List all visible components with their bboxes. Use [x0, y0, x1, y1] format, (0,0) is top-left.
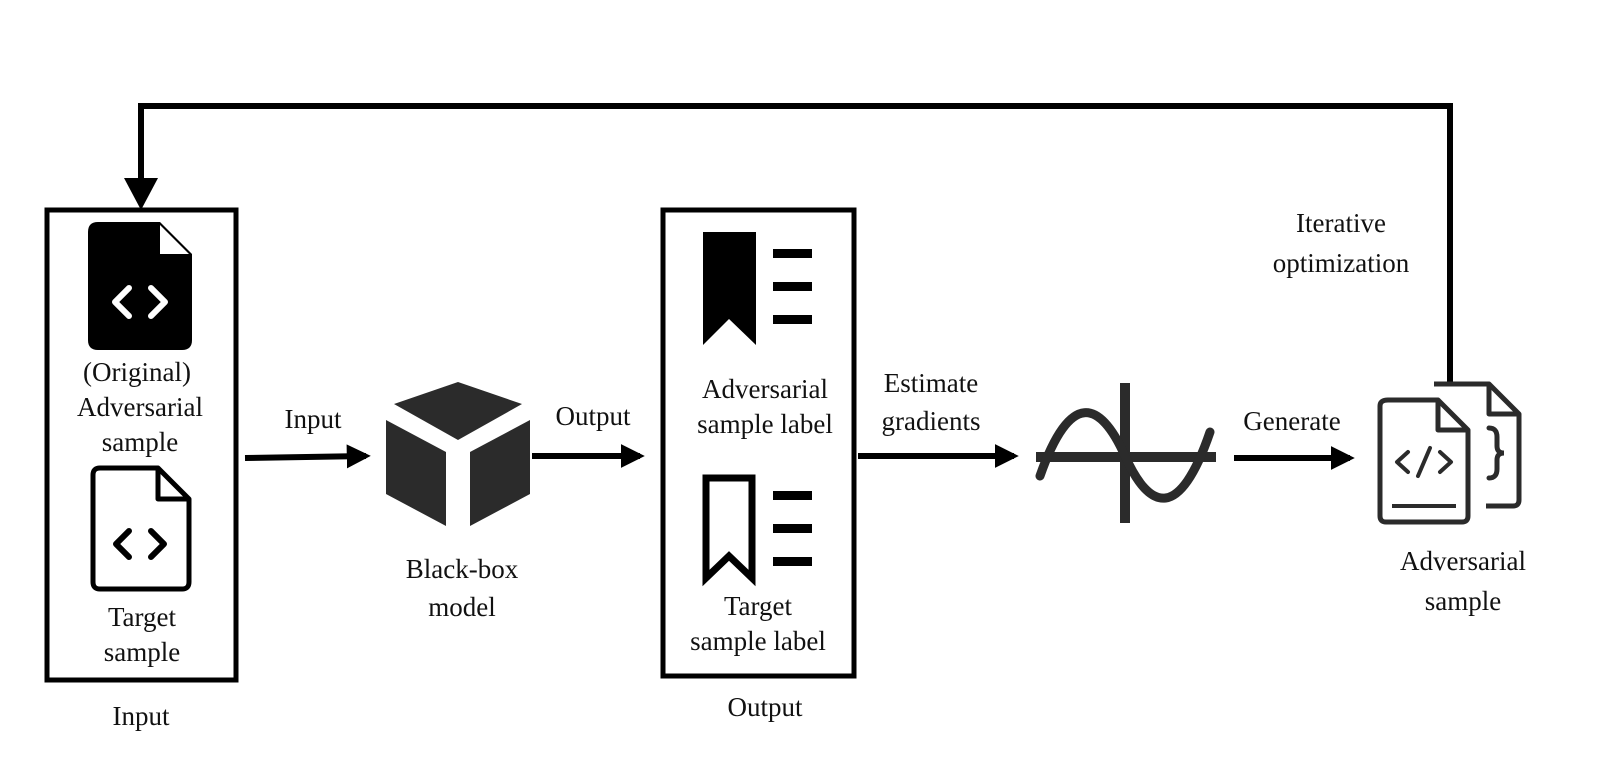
bookmark-outline-list-icon [702, 474, 812, 587]
original-sample-label-line3: sample [102, 427, 178, 457]
target-label-line1: Target [724, 591, 793, 621]
estimate-label-line2: gradients [882, 406, 981, 436]
estimate-label-line1: Estimate [884, 368, 978, 398]
code-file-outline-icon [90, 465, 192, 592]
bookmark-filled-list-icon [703, 232, 812, 345]
target-sample-label-line1: Target [108, 602, 177, 632]
original-sample-label-line1: (Original) [83, 357, 191, 387]
sine-wave-axes-icon [1035, 383, 1216, 523]
original-sample-label-line2: Adversarial [77, 392, 203, 422]
input-panel-caption: Input [113, 701, 170, 731]
code-files-stack-icon [1377, 381, 1522, 525]
target-label-line2: sample label [690, 626, 826, 656]
output-panel [660, 207, 857, 679]
input-arrow-label: Input [285, 404, 342, 434]
adversarial-label-line1: Adversarial [702, 374, 828, 404]
feedback-label-line1: Iterative [1296, 208, 1386, 238]
cube-icon [386, 382, 530, 526]
model-label-line2: model [428, 592, 496, 622]
result-label-line2: sample [1425, 586, 1501, 616]
model-label-line1: Black-box [406, 554, 519, 584]
generate-arrow-label: Generate [1243, 406, 1340, 436]
output-panel-caption: Output [727, 692, 803, 722]
target-sample-label-line2: sample [104, 637, 180, 667]
result-label-line1: Adversarial [1400, 546, 1526, 576]
input-arrow [244, 444, 371, 469]
feedback-label-line2: optimization [1273, 248, 1410, 278]
code-file-filled-icon [88, 222, 192, 350]
adversarial-label-line2: sample label [697, 409, 833, 439]
input-panel [44, 207, 239, 683]
output-arrow-label: Output [555, 401, 631, 431]
feedback-arrow [124, 103, 1453, 385]
